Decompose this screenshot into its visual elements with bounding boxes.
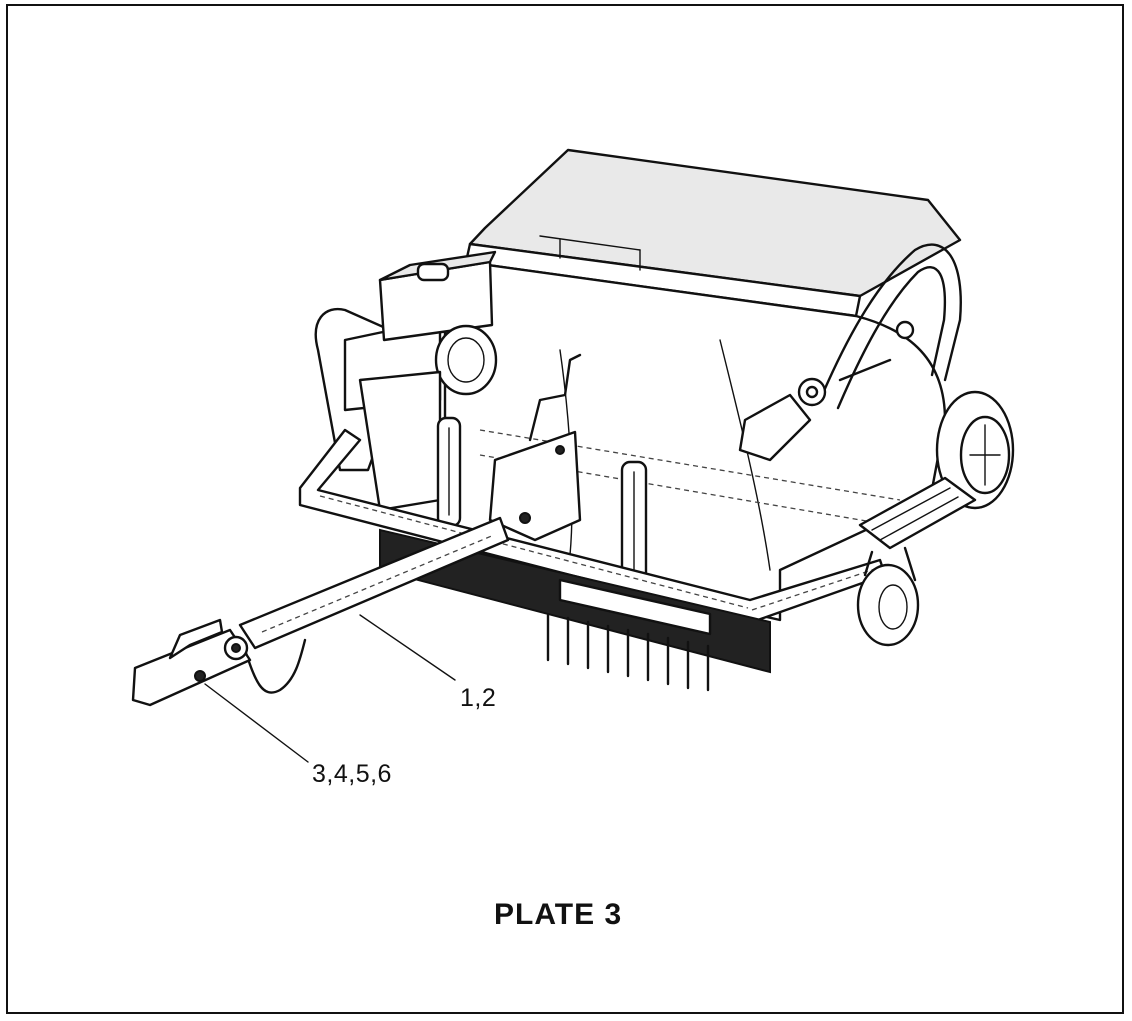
caster-wheel bbox=[856, 476, 977, 647]
engine-unit bbox=[314, 250, 498, 512]
tine-roller bbox=[379, 528, 771, 692]
leader-lines bbox=[204, 614, 456, 763]
hitch-coupling bbox=[131, 618, 252, 707]
callout-towbar-parts: 1,2 bbox=[460, 684, 497, 712]
rear-wheel bbox=[935, 390, 1015, 510]
plate-border bbox=[6, 4, 1124, 1014]
control-plate bbox=[488, 353, 582, 542]
side-handle bbox=[738, 243, 962, 462]
plate-title: PLATE 3 bbox=[494, 898, 623, 931]
tow-bar bbox=[238, 516, 510, 694]
callout-hitch-parts: 3,4,5,6 bbox=[312, 760, 392, 788]
